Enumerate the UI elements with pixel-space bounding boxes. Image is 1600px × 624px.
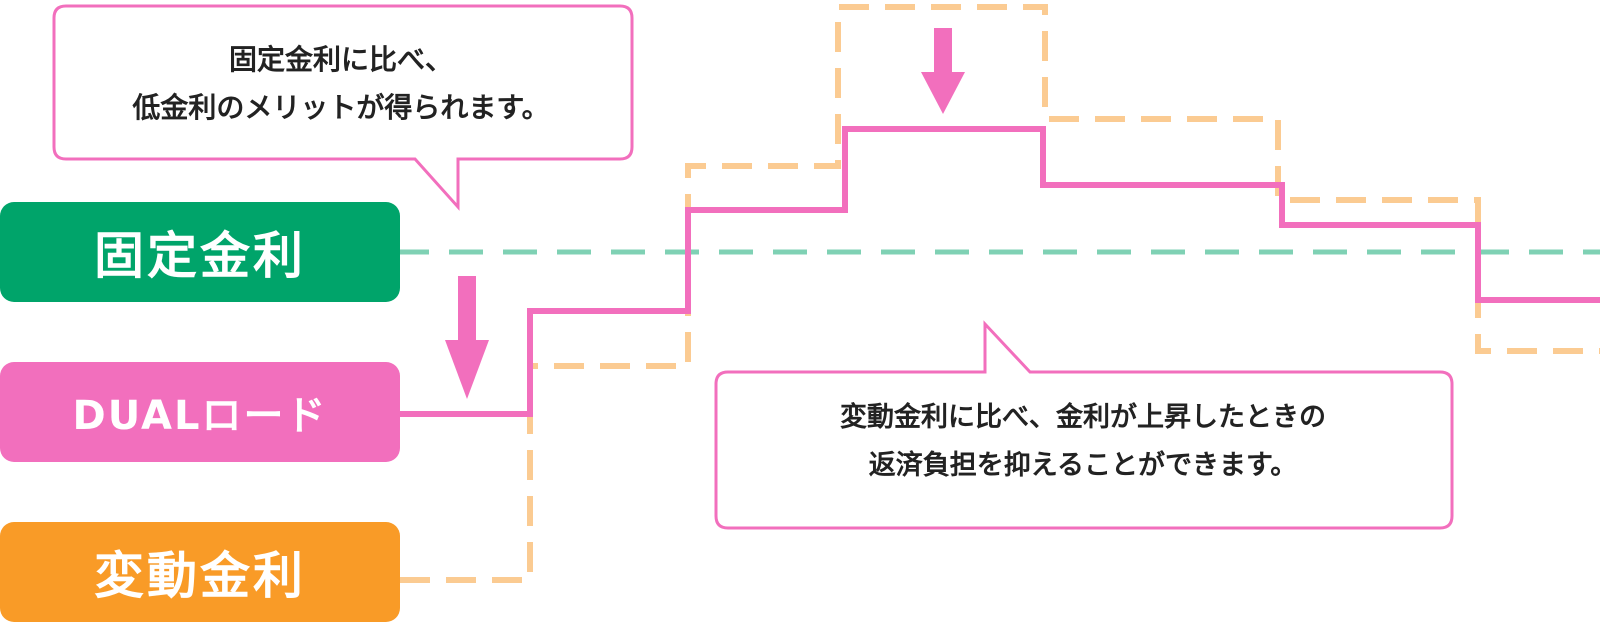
top-callout-bubble <box>52 4 634 211</box>
variable-rate-line <box>400 4 1600 583</box>
bottom-callout-line-2: 返済負担を抑えることができます。 <box>868 450 1298 481</box>
fixed-rate-label: 固定金利 <box>0 202 400 302</box>
variable-rate-text: 変動金利 <box>94 547 306 605</box>
dual-loan-label: DUALロード <box>0 362 400 462</box>
dual-loan-line <box>400 126 1600 417</box>
fixed-rate-text: 固定金利 <box>94 227 306 285</box>
variable-rate-label: 変動金利 <box>0 522 400 622</box>
bottom-callout-text: 変動金利に比べ、金利が上昇したときの 返済負担を抑えることができます。 <box>714 394 1452 490</box>
top-callout-line-1: 固定金利に比べ、 <box>228 43 453 76</box>
bottom-callout-bubble <box>714 320 1454 530</box>
top-callout-text: 固定金利に比べ、 低金利のメリットが得られます。 <box>52 36 630 132</box>
down-arrow-icon <box>921 28 965 114</box>
dual-loan-text: DUALロード <box>72 393 328 439</box>
top-callout-line-2: 低金利のメリットが得られます。 <box>132 91 550 124</box>
bottom-callout-line-1: 変動金利に比べ、金利が上昇したときの <box>840 402 1326 433</box>
down-arrow-icon <box>445 276 489 399</box>
